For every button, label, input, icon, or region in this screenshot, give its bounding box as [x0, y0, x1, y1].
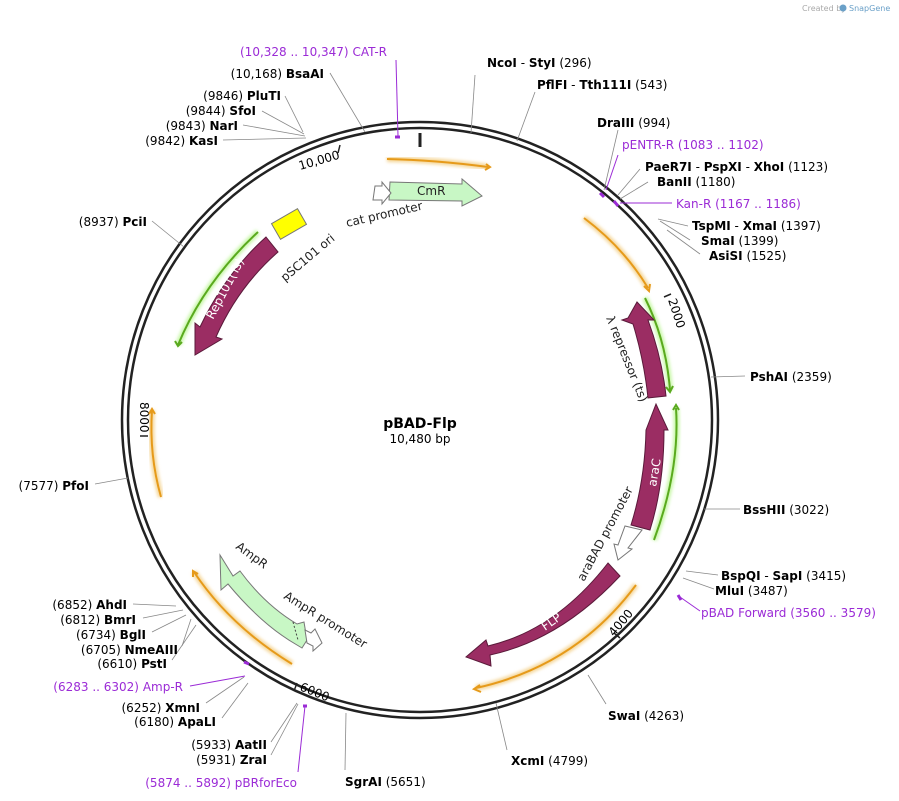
svg-text:6000: 6000	[298, 680, 332, 704]
site-psti[interactable]: (6610) PstI	[97, 657, 167, 671]
tick-10000: 10,000	[297, 144, 341, 173]
site-tspmi[interactable]: TspMI - XmaI (1397)	[692, 219, 821, 233]
primer-kan-r[interactable]: Kan-R (1167 .. 1186)	[676, 197, 801, 211]
site-bsshii[interactable]: BssHII (3022)	[743, 503, 829, 517]
site-paer7i[interactable]: PaeR7I - PspXI - XhoI (1123)	[645, 160, 828, 174]
site-xmni[interactable]: (6252) XmnI	[122, 701, 201, 715]
site-mlui[interactable]: MluI (3487)	[715, 584, 788, 598]
primer-pbad-forward[interactable]: pBAD Forward (3560 .. 3579)	[701, 606, 876, 620]
site-bmri[interactable]: (6812) BmrI	[60, 613, 136, 627]
site-pshai[interactable]: PshAI (2359)	[750, 370, 832, 384]
plasmid-size: 10,480 bp	[389, 432, 450, 446]
feature-flp[interactable]: FLP	[465, 562, 621, 667]
site-ncoi[interactable]: NcoI - StyI (296)	[487, 56, 592, 70]
site-ahdi[interactable]: (6852) AhdI	[52, 598, 127, 612]
tick-6000: 6000	[293, 680, 332, 704]
primer-pentr-r[interactable]: pENTR-R (1083 .. 1102)	[622, 138, 764, 152]
site-bsaai[interactable]: (10,168) BsaAI	[231, 67, 324, 81]
site-bgli[interactable]: (6734) BglI	[76, 628, 146, 642]
site-sfoi[interactable]: (9844) SfoI	[186, 104, 256, 118]
feature-psc101-ori[interactable]: pSC101 ori	[270, 208, 338, 285]
credit-text: Created by	[802, 4, 846, 13]
primer-cat-r[interactable]: (10,328 .. 10,347) CAT-R	[240, 45, 387, 59]
site-pflfi[interactable]: PflFI - Tth111I (543)	[537, 78, 667, 92]
site-pfoi[interactable]: (7577) PfoI	[19, 479, 89, 493]
feature-cmr[interactable]: CmR	[388, 177, 483, 207]
svg-text:2000: 2000	[665, 297, 688, 330]
site-kasi[interactable]: (9842) KasI	[145, 134, 218, 148]
plasmid-name: pBAD-Flp	[383, 416, 457, 432]
site-apali[interactable]: (6180) ApaLI	[134, 715, 216, 729]
site-nmeaiii[interactable]: (6705) NmeAIII	[81, 643, 178, 657]
svg-text:CmR: CmR	[417, 184, 445, 198]
primer-pbrforeco[interactable]: (5874 .. 5892) pBRforEco	[145, 776, 297, 790]
site-banii[interactable]: BanII (1180)	[657, 175, 735, 189]
site-swai[interactable]: SwaI (4263)	[608, 709, 684, 723]
feature-arac[interactable]: araC	[630, 402, 669, 531]
green-arcs	[174, 229, 680, 542]
site-pcii[interactable]: (8937) PciI	[79, 215, 147, 229]
backbone-inner	[126, 126, 714, 714]
tick-2000: 2000	[663, 293, 688, 330]
site-zrai[interactable]: (5931) ZraI	[196, 753, 267, 767]
snapgene-logo-icon	[839, 4, 847, 12]
site-xcmi[interactable]: XcmI (4799)	[511, 754, 588, 768]
svg-text:pSC101 ori: pSC101 ori	[278, 231, 338, 284]
site-leader-lines	[94, 72, 746, 771]
orf-arcs	[148, 156, 651, 693]
site-sgrai[interactable]: SgrAI (5651)	[345, 775, 426, 789]
site-pluti[interactable]: (9846) PluTI	[203, 89, 281, 103]
primer-amp-r[interactable]: (6283 .. 6302) Amp-R	[53, 680, 183, 694]
backbone-outer	[120, 120, 720, 720]
svg-text:AmpR: AmpR	[233, 539, 270, 571]
site-nari[interactable]: (9843) NarI	[166, 119, 238, 133]
credit-brand: SnapGene	[849, 4, 890, 13]
primer-leader-lines	[189, 59, 701, 773]
svg-text:cat promoter: cat promoter	[345, 199, 424, 230]
tick-8000: 8000	[137, 402, 151, 437]
svg-text:8000: 8000	[137, 402, 151, 433]
site-draiii[interactable]: DraIII (994)	[597, 116, 670, 130]
site-asisi[interactable]: AsiSI (1525)	[709, 249, 786, 263]
site-smai[interactable]: SmaI (1399)	[701, 234, 778, 248]
svg-text:araC: araC	[645, 457, 664, 487]
site-aatii[interactable]: (5933) AatII	[191, 738, 267, 752]
site-bspqi[interactable]: BspQI - SapI (3415)	[721, 569, 846, 583]
